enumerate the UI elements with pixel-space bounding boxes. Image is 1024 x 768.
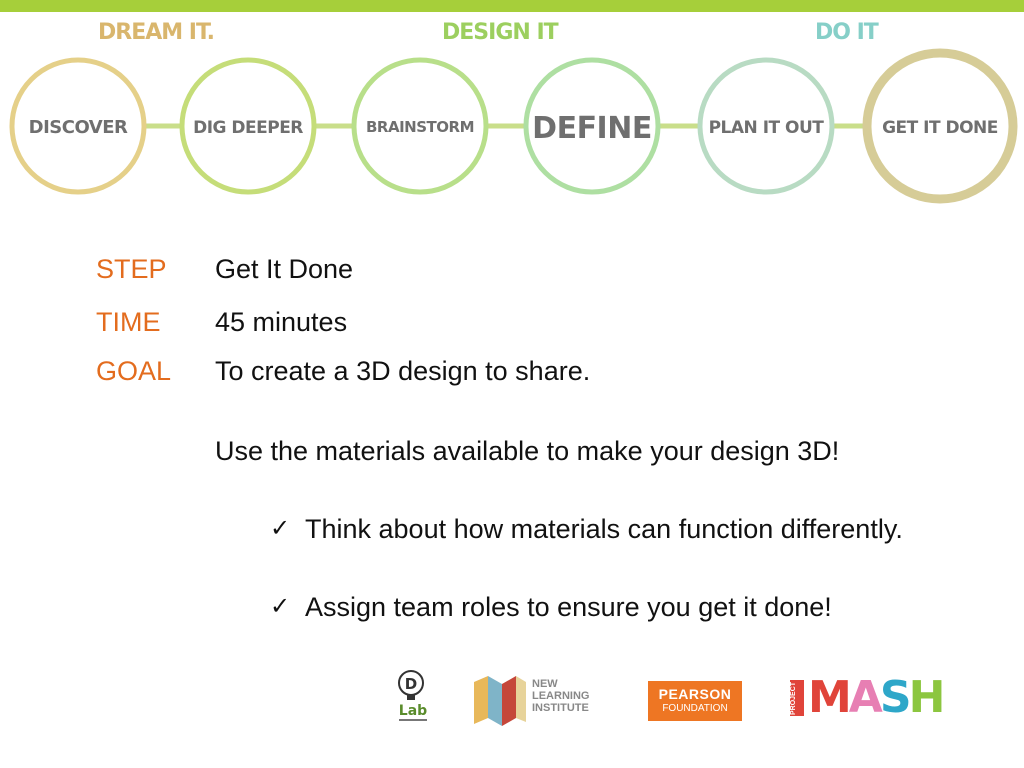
new-learning-institute-logo: NEW LEARNING INSTITUTE — [472, 672, 612, 727]
svg-text:Lab: Lab — [399, 703, 427, 719]
step-label: DISCOVER — [29, 117, 128, 138]
process-diagram: DISCOVER DIG DEEPER BRAINSTORM DEFINE PL… — [9, 48, 1018, 204]
pearson-foundation-logo: PEARSON FOUNDATION — [648, 681, 742, 721]
step-label: DEFINE — [532, 111, 652, 146]
phase-design-it: DESIGN IT — [442, 20, 559, 45]
step-label: GET IT DONE — [882, 118, 998, 138]
time-label-heading: TIME — [96, 307, 161, 337]
goal-value: To create a 3D design to share. — [215, 356, 591, 386]
project-mash-logo: PROJECT MASH — [790, 672, 945, 723]
checkmark-icon: ✓ — [270, 593, 291, 620]
checkmark-icon: ✓ — [270, 515, 291, 542]
bullet-item: ✓ Assign team roles to ensure you get it… — [270, 588, 945, 626]
goal-label-heading: GOAL — [96, 356, 172, 386]
d-lab-logo: D Lab — [395, 667, 431, 725]
nli-cube-icon — [474, 676, 526, 726]
step-get-it-done: GET IT DONE — [862, 48, 1018, 204]
step-discover: DISCOVER — [9, 57, 147, 195]
top-accent-bar — [0, 0, 1024, 12]
step-dig-deeper: DIG DEEPER — [179, 57, 317, 195]
step-plan-it-out: PLAN IT OUT — [697, 57, 835, 195]
bullet-item: ✓ Think about how materials can function… — [270, 510, 945, 548]
step-value: Get It Done — [215, 254, 354, 284]
step-define: DEFINE — [523, 57, 661, 195]
time-value: 45 minutes — [215, 307, 348, 337]
step-label-heading: STEP — [96, 254, 167, 284]
phase-dream-it: DREAM IT. — [98, 20, 215, 45]
instruction-text: Use the materials available to make your… — [215, 436, 840, 466]
bullet-text: Think about how materials can function d… — [305, 514, 903, 544]
step-brainstorm: BRAINSTORM — [351, 57, 489, 195]
svg-text:D: D — [405, 675, 417, 693]
phase-do-it: DO IT — [815, 20, 879, 45]
bullet-text: Assign team roles to ensure you get it d… — [305, 592, 832, 622]
step-label: BRAINSTORM — [366, 118, 474, 136]
step-label: DIG DEEPER — [193, 118, 303, 138]
step-label: PLAN IT OUT — [709, 118, 825, 138]
